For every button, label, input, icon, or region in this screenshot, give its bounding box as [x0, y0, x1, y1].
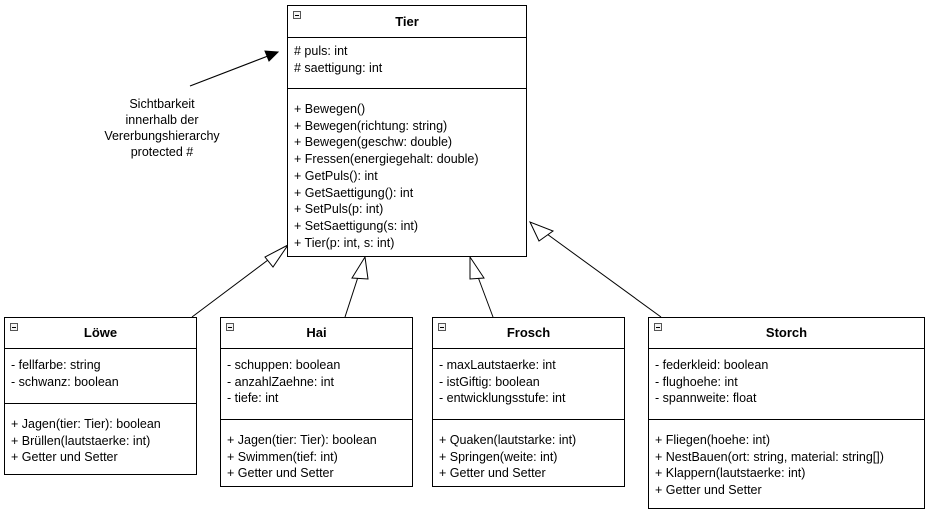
attribute: - maxLautstaerke: int: [439, 358, 556, 372]
class-loewe-header: Löwe: [5, 318, 196, 349]
collapse-icon[interactable]: [226, 323, 234, 331]
visibility-note: Sichtbarkeit innerhalb der Vererbungshie…: [84, 96, 240, 160]
class-loewe-name: Löwe: [83, 325, 118, 340]
note-arrow-line: [189, 55, 269, 87]
class-storch-methods: + Fliegen(hoehe: int) + NestBauen(ort: s…: [649, 420, 924, 499]
class-loewe[interactable]: Löwe - fellfarbe: string - schwanz: bool…: [4, 317, 197, 475]
class-frosch-name: Frosch: [506, 325, 551, 340]
method: + Bewegen(richtung: string): [294, 118, 448, 133]
class-hai[interactable]: Hai - schuppen: boolean - anzahlZaehne: …: [220, 317, 413, 487]
method: + Brüllen(lautstaerke: int): [11, 433, 151, 448]
class-hai-name: Hai: [306, 325, 327, 340]
collapse-icon[interactable]: [438, 323, 446, 331]
note-arrowhead: [264, 50, 280, 62]
method: + GetSaettigung(): int: [294, 185, 414, 200]
class-hai-methods: + Jagen(tier: Tier): boolean + Swimmen(t…: [221, 420, 412, 482]
note-line: Sichtbarkeit: [129, 97, 195, 111]
class-hai-attributes: - schuppen: boolean - anzahlZaehne: int …: [221, 349, 412, 420]
collapse-icon[interactable]: [293, 11, 301, 19]
class-frosch-methods: + Quaken(lautstarke: int) + Springen(wei…: [433, 420, 624, 482]
attribute: # puls: int: [294, 44, 348, 58]
class-tier-name: Tier: [395, 14, 419, 29]
method: + Springen(weite: int): [439, 449, 558, 464]
note-line: protected #: [130, 145, 194, 159]
class-tier-attributes: # puls: int # saettigung: int: [288, 38, 526, 89]
inheritance-line-loewe: [191, 253, 277, 318]
method: + Bewegen(): [294, 102, 366, 116]
method: + GetPuls(): int: [294, 168, 378, 183]
method: + Klappern(lautstaerke: int): [655, 466, 806, 481]
attribute: - schwanz: boolean: [11, 374, 119, 389]
method: + Tier(p: int, s: int): [294, 235, 395, 250]
collapse-icon[interactable]: [10, 323, 18, 331]
method: + NestBauen(ort: string, material: strin…: [655, 449, 884, 464]
attribute: - schuppen: boolean: [227, 358, 341, 372]
class-tier-header: Tier: [288, 6, 526, 38]
class-storch-attributes: - federkleid: boolean - flughoehe: int -…: [649, 349, 924, 420]
attribute: - istGiftig: boolean: [439, 374, 540, 389]
method: + Quaken(lautstarke: int): [439, 433, 577, 447]
attribute: - flughoehe: int: [655, 374, 738, 389]
attribute: - entwicklungsstufe: int: [439, 391, 566, 406]
method: + Getter und Setter: [655, 483, 762, 498]
inheritance-line-storch: [546, 233, 662, 318]
method: + Getter und Setter: [227, 466, 334, 481]
method: + SetPuls(p: int): [294, 202, 384, 217]
class-storch[interactable]: Storch - federkleid: boolean - flughoehe…: [648, 317, 925, 509]
method: + Jagen(tier: Tier): boolean: [11, 417, 161, 431]
inheritance-line-frosch: [477, 276, 494, 318]
method: + Fliegen(hoehe: int): [655, 433, 771, 447]
method: + Getter und Setter: [11, 450, 118, 465]
method: + Fressen(energiegehalt: double): [294, 152, 479, 167]
class-frosch[interactable]: Frosch - maxLautstaerke: int - istGiftig…: [432, 317, 625, 487]
method: + Getter und Setter: [439, 466, 546, 481]
note-line: innerhalb der: [125, 113, 199, 127]
inheritance-line-hai: [344, 276, 359, 318]
inheritance-arrowhead-loewe: [264, 244, 289, 268]
inheritance-arrowhead-storch: [529, 221, 555, 242]
attribute: - spannweite: float: [655, 391, 757, 406]
class-tier-methods: + Bewegen() + Bewegen(richtung: string) …: [288, 89, 526, 251]
class-tier[interactable]: Tier # puls: int # saettigung: int + Bew…: [287, 5, 527, 257]
inheritance-arrowhead-frosch: [469, 255, 485, 280]
attribute: - tiefe: int: [227, 391, 279, 406]
class-storch-name: Storch: [765, 325, 808, 340]
class-loewe-methods: + Jagen(tier: Tier): boolean + Brüllen(l…: [5, 404, 196, 466]
attribute: - fellfarbe: string: [11, 358, 101, 372]
class-loewe-attributes: - fellfarbe: string - schwanz: boolean: [5, 349, 196, 404]
attribute: - anzahlZaehne: int: [227, 374, 335, 389]
class-frosch-attributes: - maxLautstaerke: int - istGiftig: boole…: [433, 349, 624, 420]
method: + Bewegen(geschw: double): [294, 135, 453, 150]
class-hai-header: Hai: [221, 318, 412, 349]
class-frosch-header: Frosch: [433, 318, 624, 349]
note-line: Vererbungshierarchy: [104, 129, 220, 143]
class-storch-header: Storch: [649, 318, 924, 349]
method: + SetSaettigung(s: int): [294, 218, 419, 233]
inheritance-arrowhead-hai: [351, 255, 369, 280]
method: + Swimmen(tief: int): [227, 449, 338, 464]
method: + Jagen(tier: Tier): boolean: [227, 433, 377, 447]
attribute: # saettigung: int: [294, 60, 383, 75]
attribute: - federkleid: boolean: [655, 358, 769, 372]
collapse-icon[interactable]: [654, 323, 662, 331]
